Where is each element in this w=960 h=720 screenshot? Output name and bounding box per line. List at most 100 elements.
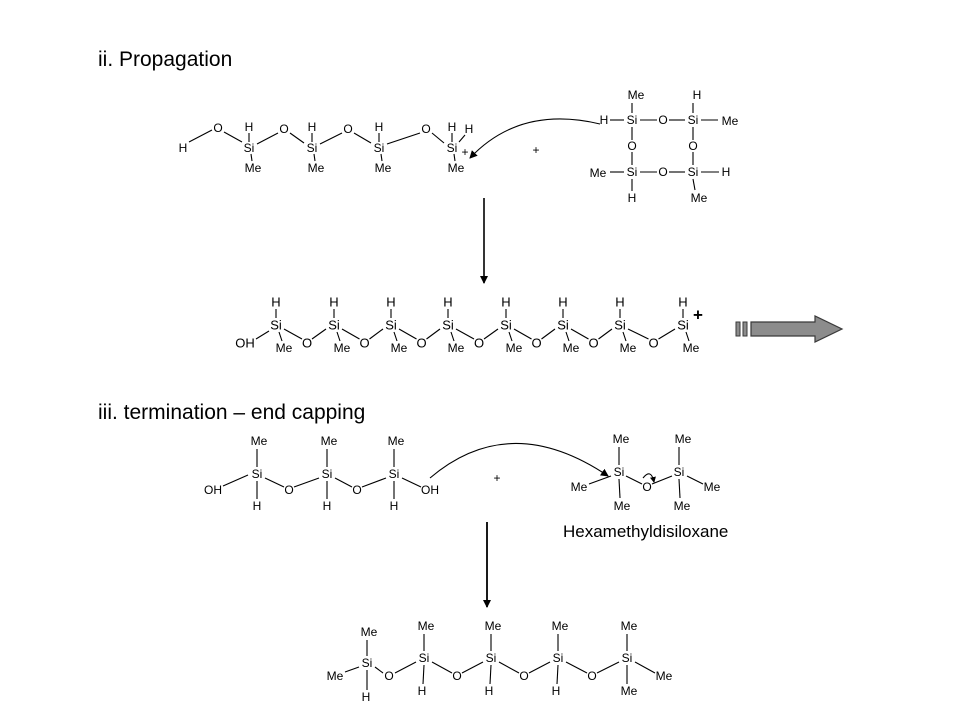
atom-label-hydrogen: H [323, 499, 332, 513]
atom-label-methyl: Me [506, 341, 523, 355]
atom-label-hydrogen: H [443, 295, 452, 310]
atom-label-methyl: Me [308, 161, 325, 175]
bond-line [685, 331, 690, 342]
bond-line [341, 328, 360, 340]
atom-label-silicon: Si [270, 318, 282, 333]
atom-label-hydrogen: H [678, 295, 687, 310]
atom-label-oxygen: O [284, 483, 293, 497]
atom-label-hydroxyl: OH [421, 483, 439, 497]
bond-line [264, 477, 285, 488]
atom-label-silicon: Si [688, 165, 699, 179]
label-hexamethyldisiloxane: Hexamethyldisiloxane [563, 522, 728, 541]
atom-label-oxygen: O [474, 336, 484, 351]
atom-label-plus-sign: + [493, 471, 500, 485]
atom-label-hydrogen: H [600, 113, 609, 127]
bond-line [398, 328, 417, 340]
atom-label-hydrogen: H [375, 120, 384, 134]
atom-label-hydrogen: H [628, 191, 637, 205]
atom-label-hydrogen: H [362, 690, 371, 704]
bond-line [541, 328, 556, 340]
bond-line [313, 153, 316, 162]
atom-label-hydrogen: H [722, 165, 731, 179]
atom-label-hydrogen: H [329, 295, 338, 310]
atom-label-methyl: Me [563, 341, 580, 355]
atom-label-methyl: Me [675, 432, 692, 446]
atom-label-silicon: Si [500, 318, 512, 333]
atom-label-silicon: Si [553, 651, 564, 665]
atom-label-methyl: Me [722, 114, 739, 128]
bond-line [222, 474, 249, 487]
bond-line [188, 129, 213, 143]
atom-label-silicon: Si [677, 318, 689, 333]
curved-bond-cleavage-arrow [642, 473, 656, 483]
bond-line [450, 331, 455, 342]
atom-label-methyl: Me [614, 499, 631, 513]
atom-label-plus-sign: + [693, 306, 703, 325]
atom-label-methyl: Me [552, 619, 569, 633]
atom-label-methyl: Me [485, 619, 502, 633]
bond-line [627, 328, 649, 340]
bond-lines [188, 103, 719, 690]
atom-label-methyl: Me [418, 619, 435, 633]
bond-line [528, 661, 551, 674]
atom-label-hydrogen: H [271, 295, 280, 310]
bond-line [278, 331, 283, 342]
atom-label-oxygen: O [688, 139, 697, 153]
bond-line [455, 328, 475, 340]
atom-label-oxygen: O [531, 336, 541, 351]
atom-label-oxygen: O [648, 336, 658, 351]
bond-line [401, 477, 422, 488]
atom-label-silicon: Si [442, 318, 454, 333]
bond-line [634, 661, 656, 674]
bond-line [293, 477, 320, 488]
atom-label-hydrogen: H [615, 295, 624, 310]
atom-label-oxygen: O [213, 121, 222, 135]
atom-label-methyl: Me [590, 166, 607, 180]
atom-label-hydrogen: H [693, 88, 702, 102]
bond-line [223, 131, 243, 143]
atom-label-methyl: Me [388, 434, 405, 448]
atom-label-hydrogen: H [558, 295, 567, 310]
bond-line [426, 328, 441, 340]
bond-line [393, 331, 398, 342]
atom-label-silicon: Si [447, 141, 458, 155]
atom-label-oxygen: O [352, 483, 361, 497]
bond-line [658, 328, 676, 340]
atom-label-silicon: Si [627, 113, 638, 127]
atom-label-hydrogen: H [390, 499, 399, 513]
bond-line [565, 331, 570, 342]
atom-label-silicon: Si [328, 318, 340, 333]
bond-line [453, 153, 456, 162]
atom-label-silicon: Si [389, 467, 400, 481]
bond-line [369, 328, 384, 340]
bond-line [508, 331, 513, 342]
atom-label-methyl: Me [691, 191, 708, 205]
bond-line [250, 153, 253, 162]
bond-line [692, 178, 696, 191]
atom-label-plus-sign: + [461, 145, 468, 159]
bond-line [498, 661, 520, 674]
atom-label-hydrogen: H [552, 684, 561, 698]
atom-label-methyl: Me [613, 432, 630, 446]
atom-label-oxygen: O [421, 122, 430, 136]
bond-line [386, 132, 421, 145]
bond-line [319, 132, 343, 145]
atom-label-silicon: Si [486, 651, 497, 665]
atom-label-silicon: Si [622, 651, 633, 665]
atom-label-silicon: Si [674, 465, 685, 479]
atom-label-plus-sign: + [532, 143, 539, 157]
atom-label-methyl: Me [571, 480, 588, 494]
bond-line [431, 132, 445, 144]
atom-label-methyl: Me [448, 161, 465, 175]
atom-label-silicon: Si [627, 165, 638, 179]
atom-label-oxygen: O [416, 336, 426, 351]
atom-label-methyl: Me [361, 625, 378, 639]
atom-label-hydrogen: H [308, 120, 317, 134]
bond-line [686, 475, 704, 485]
atom-label-silicon: Si [419, 651, 430, 665]
bond-line [461, 661, 484, 674]
bond-line [380, 153, 383, 162]
atom-label-oxygen: O [587, 669, 596, 683]
atom-label-methyl: Me [245, 161, 262, 175]
